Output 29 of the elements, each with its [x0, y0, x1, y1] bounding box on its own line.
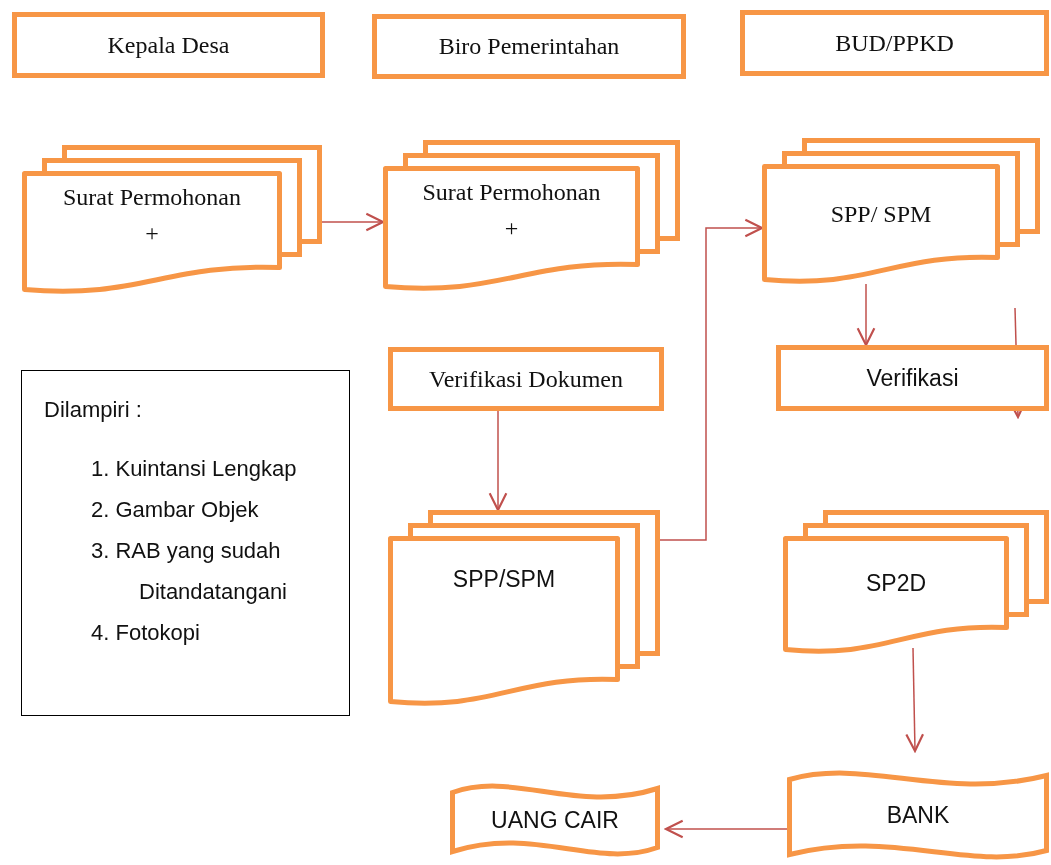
- list-item: 4. Fotokopi: [90, 619, 201, 647]
- process-box: [12, 12, 325, 78]
- document-label: SPP/SPM: [451, 565, 557, 594]
- document-label: Surat Permohonan +: [421, 178, 602, 243]
- arrow: [488, 410, 508, 512]
- note-heading: Dilampiri :: [44, 396, 143, 424]
- tape-label: BANK: [885, 801, 951, 830]
- process-box: [776, 345, 1049, 411]
- process-box: [372, 14, 686, 79]
- list-item: 2. Gambar Objek: [90, 496, 260, 524]
- tape-label: UANG CAIR: [490, 806, 620, 835]
- document-label: SP2D: [864, 569, 928, 598]
- process-box: [388, 347, 664, 411]
- document-label: Surat Permohonan +: [62, 183, 242, 248]
- document-label: SPP/ SPM: [829, 200, 933, 229]
- box-label: Verifikasi Dokumen: [429, 365, 623, 393]
- box-label: Biro Pemerintahan: [438, 33, 620, 60]
- arrow: [856, 283, 876, 347]
- list-item: 1. Kuintansi Lengkap: [90, 455, 298, 483]
- box-label: Kepala Desa: [107, 31, 230, 59]
- note-box: [21, 370, 350, 716]
- arrow: [905, 647, 925, 753]
- process-box: [740, 10, 1049, 76]
- list-item: 3. RAB yang sudah Ditandatangani: [90, 537, 288, 606]
- box-label: Verifikasi: [866, 364, 959, 392]
- arrow: [664, 819, 788, 839]
- arrow: [321, 212, 385, 232]
- box-label: BUD/PPKD: [835, 29, 954, 57]
- arrow: [657, 218, 764, 541]
